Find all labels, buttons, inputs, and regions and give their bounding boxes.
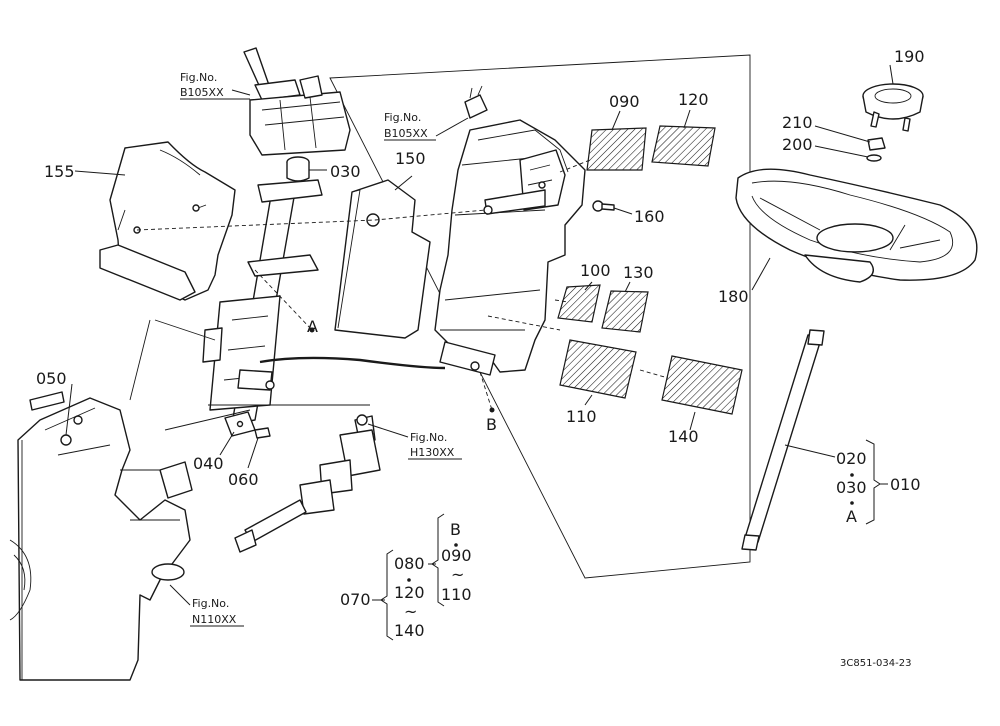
cover-155 <box>99 141 236 301</box>
svg-text:090: 090 <box>441 546 472 565</box>
label-040: 040 <box>193 454 224 473</box>
decal-100 <box>557 284 601 323</box>
fig-ref-top-left: Fig.No. B105XX <box>180 71 250 100</box>
decal-130 <box>601 290 649 333</box>
harness-cable <box>259 356 446 370</box>
decal-110 <box>559 339 637 399</box>
steering-wheel-180 <box>735 168 978 283</box>
label-110: 110 <box>566 407 597 426</box>
panel-150 <box>334 179 431 339</box>
svg-text:030: 030 <box>836 478 867 497</box>
svg-text:Fig.No.: Fig.No. <box>180 71 217 84</box>
label-100: 100 <box>580 261 611 280</box>
svg-text:A: A <box>846 507 857 526</box>
label-090: 090 <box>609 92 640 111</box>
fig-ref-top-center: Fig.No. B105XX <box>384 111 436 141</box>
svg-text:010: 010 <box>890 475 921 494</box>
svg-text:Fig.No.: Fig.No. <box>384 111 421 124</box>
label-160: 160 <box>634 207 665 226</box>
bolt-060 <box>254 427 271 439</box>
bolt-160 <box>592 200 615 212</box>
steering-column <box>202 179 323 425</box>
label-140: 140 <box>668 427 699 446</box>
svg-text:~: ~ <box>404 602 417 621</box>
collar-030 <box>286 156 310 182</box>
svg-text:140: 140 <box>394 621 425 640</box>
frame <box>9 319 251 681</box>
label-155: 155 <box>44 162 75 181</box>
decal-120 <box>651 125 716 167</box>
label-210: 210 <box>782 113 813 132</box>
svg-text:110: 110 <box>441 585 472 604</box>
label-point-a: A <box>307 317 318 336</box>
svg-text:N110XX: N110XX <box>192 613 237 626</box>
assembly-boundary <box>329 54 751 579</box>
leader-lines <box>65 64 894 606</box>
label-point-b: B <box>486 415 497 434</box>
svg-text:Fig.No.: Fig.No. <box>410 431 447 444</box>
steering-shaft-020 <box>741 329 825 551</box>
dash-panel <box>434 85 586 376</box>
fig-ref-bottom-left: Fig.No. N110XX <box>190 597 244 627</box>
group-010: 020 030 A 010 <box>836 439 921 526</box>
svg-text:080: 080 <box>394 554 425 573</box>
svg-text:120: 120 <box>394 583 425 602</box>
universal-joint <box>234 414 381 553</box>
horn-cap-190 <box>862 83 924 132</box>
nut-210 <box>867 137 886 151</box>
label-050: 050 <box>36 369 67 388</box>
group-070: 070 080 120 ~ 140 B 090 ~ 110 <box>340 513 472 641</box>
label-130: 130 <box>623 263 654 282</box>
svg-text:070: 070 <box>340 590 371 609</box>
decal-140 <box>661 355 743 415</box>
label-190: 190 <box>894 47 925 66</box>
washer-200 <box>866 154 882 162</box>
label-030: 030 <box>330 162 361 181</box>
drawing-code: 3C851-034-23 <box>840 658 911 669</box>
svg-text:B105XX: B105XX <box>384 127 428 140</box>
label-060: 060 <box>228 470 259 489</box>
label-120: 120 <box>678 90 709 109</box>
label-200: 200 <box>782 135 813 154</box>
svg-text:H130XX: H130XX <box>410 446 455 459</box>
svg-text:Fig.No.: Fig.No. <box>192 597 229 610</box>
label-150: 150 <box>395 149 426 168</box>
svg-text:~: ~ <box>451 565 464 584</box>
fig-ref-mid-right: Fig.No. H130XX <box>408 431 462 460</box>
svg-text:B105XX: B105XX <box>180 86 224 99</box>
decal-090 <box>586 127 647 171</box>
svg-text:020: 020 <box>836 449 867 468</box>
svg-text:B: B <box>450 520 461 539</box>
label-180: 180 <box>718 287 749 306</box>
combination-switch <box>243 47 351 156</box>
part-labels: 190 210 200 180 090 120 100 130 110 140 … <box>36 47 925 489</box>
